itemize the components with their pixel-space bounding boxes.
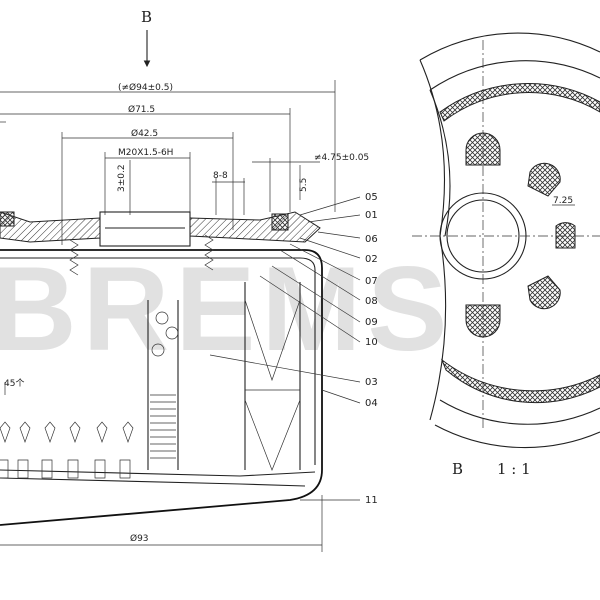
part-number: 06 — [365, 234, 378, 245]
detail-label-letter: B — [452, 460, 463, 478]
detail-label-scale: 1 : 1 — [497, 460, 531, 478]
dim-outer-diameter: (≠Ø94±0.5) — [118, 82, 173, 93]
part-number: 08 — [365, 296, 378, 307]
part-number: 01 — [365, 210, 378, 221]
watermark-text: BREMS — [0, 242, 453, 376]
detail-dim-725: 7.25 — [553, 196, 573, 206]
perforation-slots — [0, 382, 134, 479]
view-label-b: B — [141, 8, 152, 26]
part-number: 02 — [365, 254, 378, 265]
dim-71: Ø71.5 — [128, 104, 155, 115]
part-number-labels: 05 01 06 02 07 08 09 10 03 04 11 — [365, 192, 378, 506]
filter-body — [0, 196, 361, 552]
part-leaders — [209, 196, 361, 501]
part-number: 07 — [365, 276, 378, 287]
dim-8-8: 8-8 — [213, 171, 228, 181]
dim-4-75: ≠4.75±0.05 — [314, 153, 369, 163]
part-number: 10 — [365, 337, 378, 348]
part-number: 05 — [365, 192, 378, 203]
dim-thread: M20X1.5-6H — [118, 148, 173, 158]
dim-slot-count: 45个 — [4, 378, 24, 389]
part-number: 09 — [365, 317, 378, 328]
dim-3: 3±0.2 — [117, 164, 127, 192]
part-number: 04 — [365, 398, 378, 409]
part-number: 03 — [365, 377, 378, 388]
detail-view-b: 7.25 — [412, 32, 600, 449]
dim-bottom-diameter: Ø93 — [130, 533, 149, 544]
dim-42: Ø42.5 — [131, 128, 158, 139]
dimension-lines — [0, 80, 336, 245]
dim-5-5: 5.5 — [299, 178, 309, 192]
part-number: 11 — [365, 495, 378, 506]
